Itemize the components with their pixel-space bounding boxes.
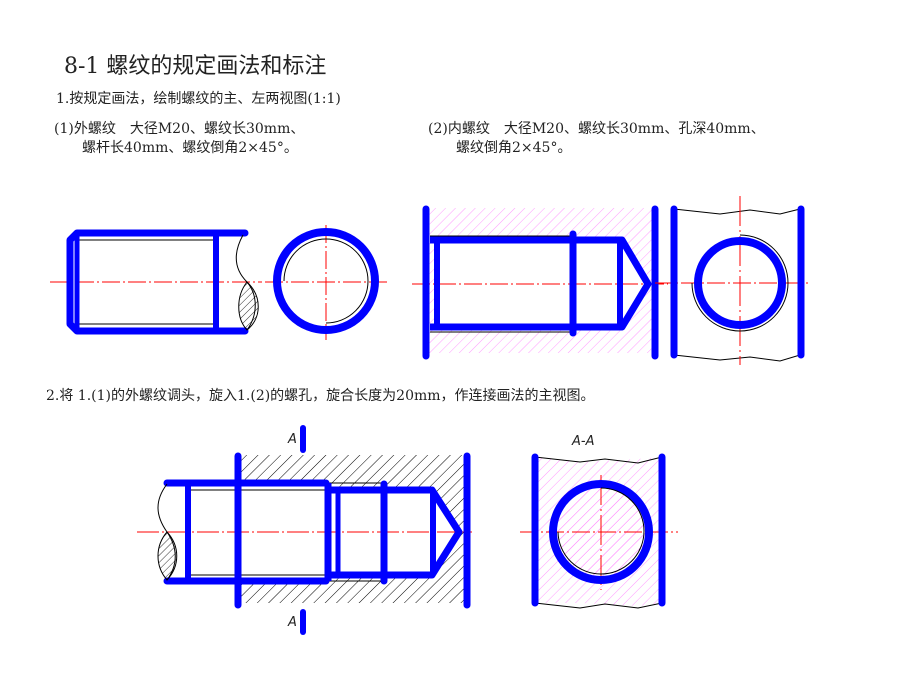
thread-assembly-front-view <box>137 425 472 635</box>
question-1-part-1-line-1: (1)外螺纹 大径M20、螺纹长30mm、 <box>54 121 305 137</box>
question-1-part-2-line-2: 螺纹倒角2×45°。 <box>456 140 572 156</box>
external-thread-front-view <box>50 229 262 335</box>
external-thread-side-view <box>265 225 390 340</box>
question-1-part-2-line-1: (2)内螺纹 大径M20、螺纹长30mm、孔深40mm、 <box>428 121 765 137</box>
question-1-heading: 1.按规定画法，绘制螺纹的主、左两视图(1:1) <box>56 91 341 107</box>
section-label-top: A <box>287 432 297 447</box>
question-2-heading: 2.将 1.(1)的外螺纹调头，旋入1.(2)的螺孔，旋合长度为20mm，作连接… <box>46 388 595 404</box>
section-label-bottom: A <box>287 615 297 630</box>
section-view-label: A-A <box>571 434 594 449</box>
internal-thread-side-view <box>655 196 810 365</box>
section-a-a-view <box>520 453 678 609</box>
internal-thread-front-view <box>412 205 668 360</box>
question-1-part-1-line-2: 螺杆长40mm、螺纹倒角2×45°。 <box>82 140 298 156</box>
page-title: 8-1 螺纹的规定画法和标注 <box>64 54 327 79</box>
